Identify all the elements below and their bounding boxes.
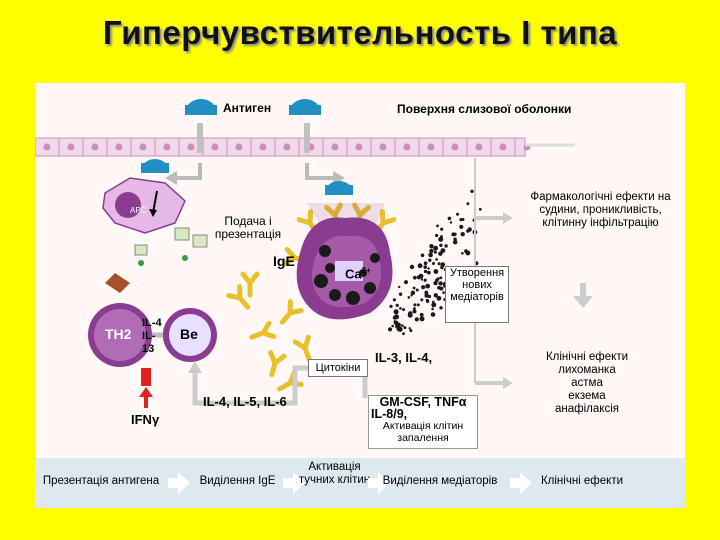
il4-il13-label: IL-4 IL-13 [142, 317, 162, 355]
antigen-top-right [289, 99, 321, 115]
step-antigen-presentation: Презентація антигена [42, 475, 160, 487]
apc-cell [102, 159, 186, 234]
il89-label: IL-8/9, [371, 407, 408, 421]
step-mediator-release: Виділення медіаторів [382, 475, 498, 487]
th2-cell [88, 273, 152, 367]
activation-inflammation-label: Активація клітин запалення [382, 420, 464, 444]
ige-label: IgE [273, 253, 295, 269]
calcium-label: Ca2+ [345, 266, 371, 282]
th2-label: TH2 [105, 326, 132, 342]
diagram-panel: Антиген Поверхня слизової оболонки APC П… [35, 83, 685, 508]
il3-il4-label: IL-3, IL-4, [375, 350, 433, 365]
mucosa-label: Поверхня слизової оболонки [397, 102, 572, 116]
apc-label: APC [130, 206, 147, 215]
clinical-effects-title: Клінічні ефекти [545, 351, 629, 363]
clinical-item: екзема [568, 390, 606, 402]
be-label: Be [180, 326, 198, 342]
step-clinical-effects: Клінічні ефекти [540, 475, 624, 487]
presentation-label: Подача і презентація [214, 214, 282, 241]
antigen-top-left [185, 99, 217, 115]
il456-label: IL-4, IL-5, IL-6 [203, 394, 287, 409]
clinical-item: анафілаксія [555, 403, 619, 415]
antigen-label: Антиген [223, 101, 272, 115]
step-ige-release: Виділення IgE [199, 475, 276, 487]
pharm-effects-box: Фармакологічні ефекти на судини, проникл… [522, 191, 679, 261]
ige-antibodies [226, 202, 397, 392]
slide-title: Гиперчувствительность I типа [102, 14, 618, 51]
step-mast-activation: Активація тучних клітин [298, 461, 371, 486]
new-mediators-box: Утворення нових медіаторів [445, 266, 509, 323]
diagram-graphic [35, 99, 593, 408]
cytokines-box: Цитокіни [308, 359, 368, 377]
antigen-fragments [134, 227, 208, 266]
ifn-gamma-label: IFNγ [131, 412, 160, 427]
gmcsf-label: GM-CSF, TNFα [379, 395, 467, 409]
process-steps-bar: Презентація антигена Виділення IgE Актив… [35, 458, 685, 508]
inflammation-box: GM-CSF, TNFα IL-8/9, Активація клітин за… [368, 395, 478, 449]
mast-cell [296, 181, 393, 320]
clinical-effects-box: Клінічні ефекти лихоманка астма екзема а… [522, 351, 652, 423]
clinical-item: астма [571, 377, 603, 389]
mast-granules [314, 245, 380, 305]
clinical-item: лихоманка [558, 364, 616, 376]
b-cell [163, 308, 217, 362]
